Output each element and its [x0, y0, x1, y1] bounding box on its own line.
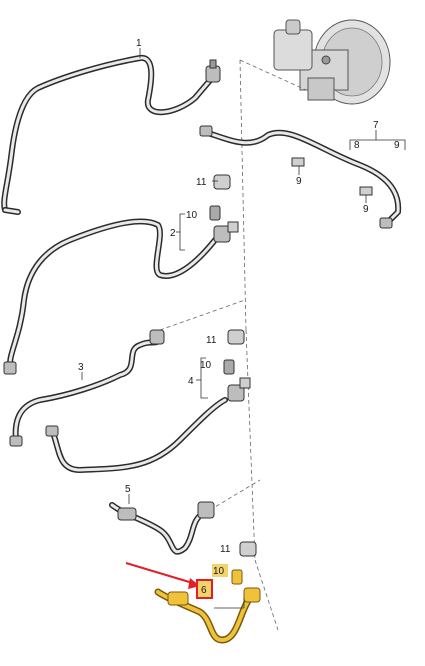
callout-2: 2	[170, 228, 176, 239]
callout-6-box	[196, 579, 213, 599]
callout-4: 4	[188, 376, 194, 387]
hose-7-8	[199, 125, 402, 229]
guide-lines	[159, 59, 307, 631]
fitting-2	[213, 221, 239, 243]
red-arrow-icon	[125, 562, 200, 589]
hose-3	[9, 329, 228, 473]
callout-10c: 10	[213, 566, 225, 577]
part-10a	[209, 205, 221, 221]
brake-booster	[273, 19, 391, 105]
callout-11a: 11	[196, 177, 207, 188]
callout-9b: 9	[296, 176, 302, 187]
callout-1: 1	[136, 38, 142, 49]
callout-10a: 10	[186, 210, 198, 221]
callout-9c: 9	[363, 204, 369, 215]
callout-3: 3	[78, 362, 84, 373]
clip-9b	[359, 186, 373, 196]
callout-11c: 11	[220, 544, 231, 555]
fitting-1	[205, 59, 221, 83]
callout-8: 8	[354, 140, 360, 151]
clip-9a	[291, 157, 305, 167]
part-11b	[227, 329, 245, 345]
hose-6-highlighted	[154, 569, 261, 644]
hose-1	[1, 55, 215, 215]
callout-6: 6	[201, 585, 207, 596]
leader-lines	[81, 48, 406, 609]
callout-7: 7	[373, 120, 379, 131]
callout-9a: 9	[394, 140, 400, 151]
hose-2	[3, 218, 218, 375]
callout-11b: 11	[206, 335, 217, 346]
hose-5	[109, 501, 215, 555]
callout-10b: 10	[200, 360, 212, 371]
part-11a	[213, 174, 231, 190]
part-11c	[239, 541, 257, 557]
label-10c-highlight	[212, 564, 228, 577]
fitting-4	[227, 377, 251, 402]
callout-5: 5	[125, 484, 131, 495]
part-10b	[223, 359, 235, 375]
